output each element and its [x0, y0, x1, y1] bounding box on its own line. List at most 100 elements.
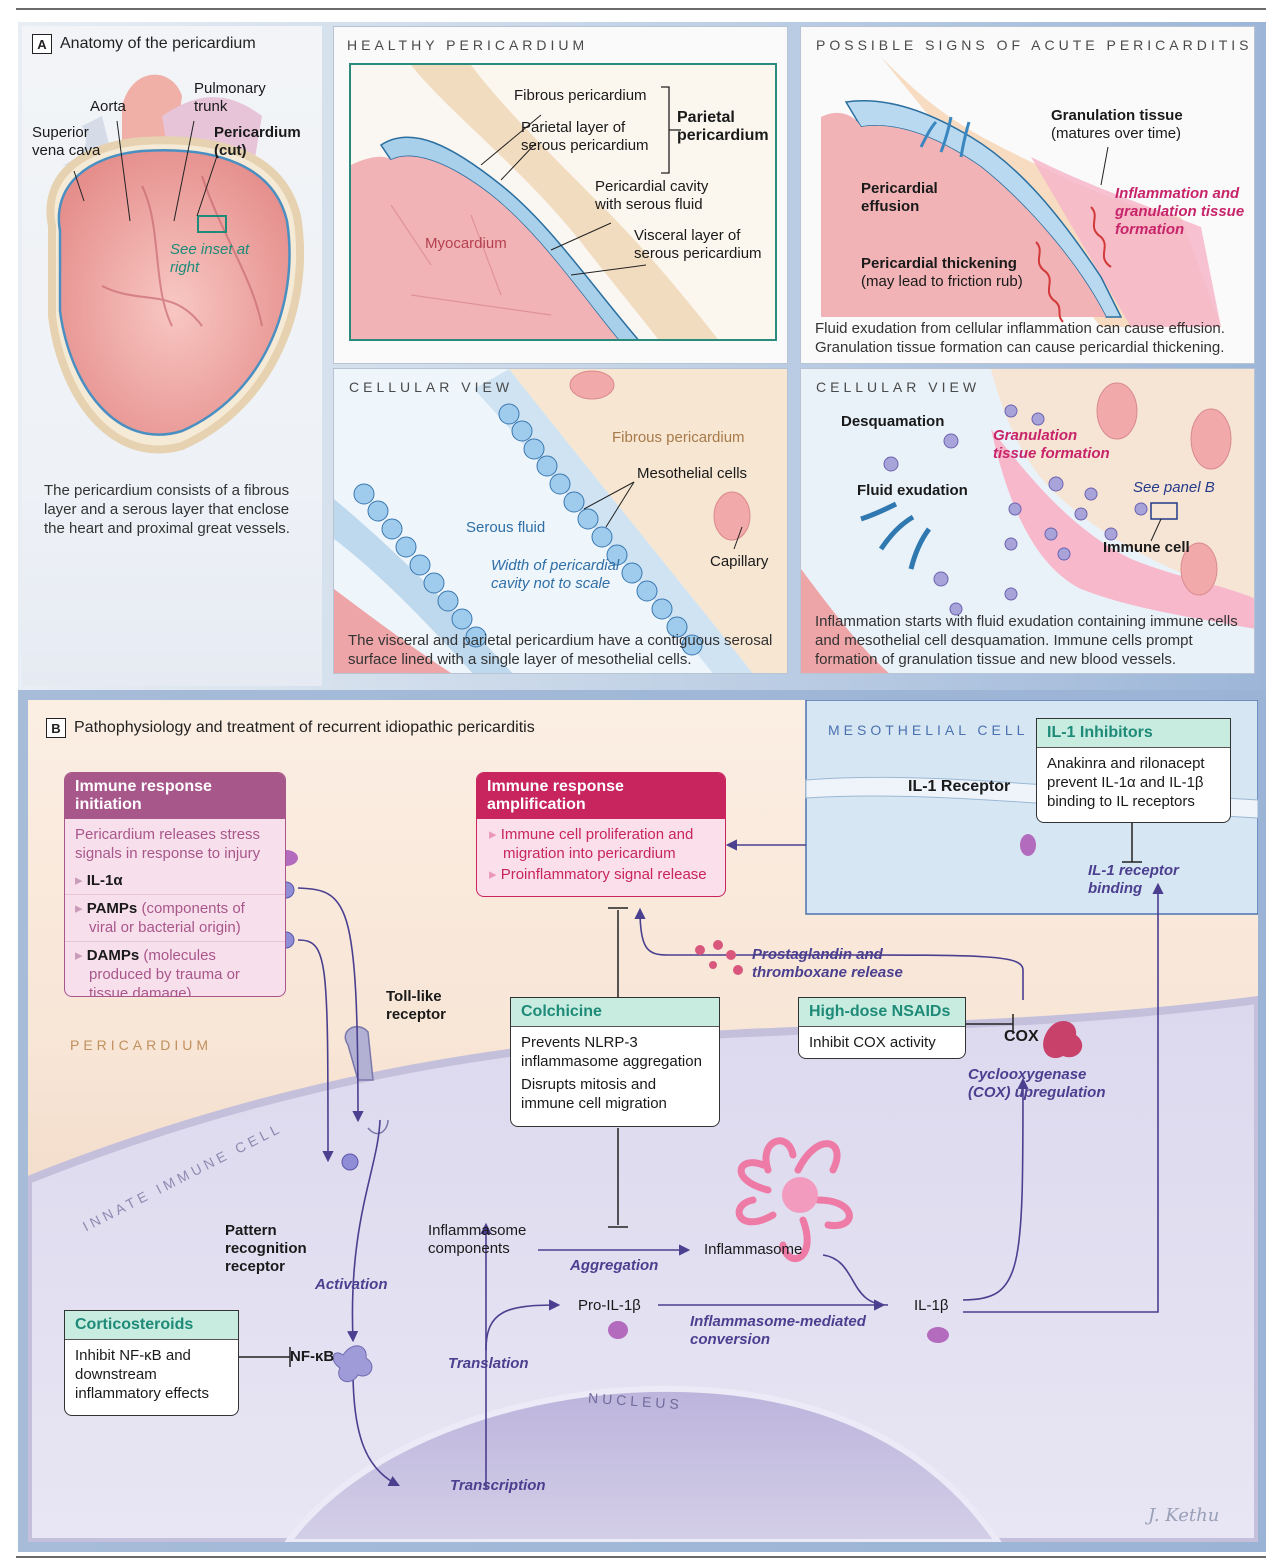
label-pericardial-cavity: Pericardial cavity with serous fluid — [595, 178, 709, 213]
label-inflammasome-conversion: Inflammasome-mediated conversion — [690, 1313, 866, 1348]
label-fluid-exudation: Fluid exudation — [857, 482, 968, 499]
nsaids-box: High-dose NSAIDs Inhibit COX activity — [798, 997, 966, 1059]
amplification-item: ▸ Proinflammatory signal release — [489, 866, 707, 883]
label-pericardial-effusion: Pericardial effusion — [861, 180, 938, 215]
label-pulmonary-trunk: Pulmonary trunk — [194, 80, 266, 115]
il1-inhibitors-box: IL-1 Inhibitors Anakinra and rilonacept … — [1036, 718, 1231, 823]
healthy-cellular-caption: The visceral and parietal pericardium ha… — [348, 632, 773, 668]
label-fibrous-pericardium: Fibrous pericardium — [514, 87, 647, 104]
mesothelial-heading: MESOTHELIAL CELL — [828, 722, 1029, 738]
label-desquamation: Desquamation — [841, 413, 945, 430]
pericardium-region-label: PERICARDIUM — [70, 1037, 213, 1053]
label-inflammasome: Inflammasome — [704, 1241, 803, 1258]
acute-cellular-caption: Inflammation starts with fluid exudation… — [815, 613, 1238, 668]
label-superior-vena-cava: Superior vena cava — [32, 124, 101, 159]
label-il1-receptor: IL-1 Receptor — [908, 778, 1011, 795]
label-translation: Translation — [448, 1355, 529, 1372]
label-friction-rub: (may lead to friction rub) — [861, 273, 1023, 290]
label-see-panel-b: See panel B — [1133, 479, 1215, 496]
acute-heading: POSSIBLE SIGNS OF ACUTE PERICARDITIS — [816, 37, 1253, 53]
initiation-box: Immune response initiation Pericardium r… — [64, 772, 286, 997]
label-il1b: IL-1β — [914, 1297, 949, 1314]
label-parietal-pericardium: Parietal pericardium — [677, 109, 769, 144]
label-not-to-scale: Width of pericardial cavity not to scale — [491, 557, 620, 592]
panel-title-text: Pathophysiology and treatment of recurre… — [74, 719, 535, 736]
panel-title-text: Anatomy of the pericardium — [60, 35, 256, 52]
top-rule — [16, 8, 1266, 10]
label-serous-fluid: Serous fluid — [466, 519, 546, 536]
healthy-pericardium-panel: HEALTHY PERICARDIUM Fibrous pericardium … — [333, 26, 788, 364]
il1-inhibitors-title: IL-1 Inhibitors — [1037, 719, 1230, 748]
acute-cellular-panel: CELLULAR VIEW Desquamation Granulation t… — [800, 368, 1255, 674]
initiation-title: Immune response initiation — [65, 773, 285, 819]
initiation-item-desc: (components of viral or bacterial origin… — [89, 900, 245, 936]
healthy-cellular-heading: CELLULAR VIEW — [349, 379, 514, 395]
acute-cellular-illustration — [801, 369, 1254, 673]
healthy-inset: Fibrous pericardium Parietal layer of se… — [349, 63, 777, 341]
corticosteroids-body: Inhibit NF-κB and downstream inflammator… — [75, 1347, 209, 1402]
label-granulation-formation: Granulation tissue formation — [993, 427, 1110, 462]
label-activation: Activation — [315, 1276, 388, 1293]
colchicine-body-1: Prevents NLRP-3 inflammasome aggregation — [521, 1034, 702, 1070]
initiation-item-desc: (molecules produced by trauma or tissue … — [89, 947, 240, 997]
initiation-item: ▸ PAMPs (components of viral or bacteria… — [65, 895, 285, 942]
panel-letter: B — [46, 718, 66, 738]
label-parietal-layer: Parietal layer of serous pericardium — [521, 119, 649, 154]
label-see-inset: See inset at right — [170, 241, 250, 276]
label-matures-over-time: (matures over time) — [1051, 125, 1182, 142]
amplification-item-text: Immune cell proliferation and migration … — [500, 826, 694, 862]
bottom-rule — [16, 1556, 1266, 1558]
colchicine-body-2: Disrupts mitosis and immune cell migrati… — [521, 1076, 667, 1112]
label-cox: COX — [1004, 1028, 1039, 1045]
panel-letter: A — [32, 34, 52, 54]
initiation-item-term: PAMPs — [86, 900, 138, 917]
acute-caption: Fluid exudation from cellular inflammati… — [815, 320, 1225, 356]
healthy-illustration — [351, 65, 775, 339]
label-granulation-tissue: Granulation tissue — [1051, 107, 1183, 124]
initiation-item-term: DAMPs — [86, 947, 140, 964]
healthy-cellular-panel: CELLULAR VIEW Fibrous pericardium Mesoth… — [333, 368, 788, 674]
initiation-item: ▸ IL-1α — [65, 867, 285, 895]
colchicine-title: Colchicine — [511, 998, 719, 1027]
panel-a-anatomy: A Anatomy of the pericardium Aorta Pulmo… — [22, 26, 322, 686]
label-toll-like-receptor: Toll-like receptor — [386, 988, 447, 1023]
acute-cellular-heading: CELLULAR VIEW — [816, 379, 981, 395]
label-nfkb: NF-κB — [290, 1348, 335, 1365]
corticosteroids-title: Corticosteroids — [65, 1311, 238, 1340]
initiation-intro: Pericardium releases stress signals in r… — [75, 826, 261, 862]
acute-pericarditis-panel: POSSIBLE SIGNS OF ACUTE PERICARDITIS Gra… — [800, 26, 1255, 364]
label-inflammation-granulation: Inflammation and granulation tissue form… — [1115, 185, 1245, 238]
label-pattern-recognition-receptor: Pattern recognition receptor — [225, 1222, 307, 1275]
label-pericardium-cut: Pericardium (cut) — [214, 124, 301, 159]
amplification-item: ▸ Immune cell proliferation and migratio… — [489, 826, 694, 862]
panel-b-title: B Pathophysiology and treatment of recur… — [46, 718, 535, 738]
panel-b: B Pathophysiology and treatment of recur… — [28, 700, 1258, 1542]
label-mesothelial-cells: Mesothelial cells — [637, 465, 748, 482]
healthy-cellular-illustration — [334, 369, 787, 673]
acute-illustration — [821, 57, 1221, 327]
colchicine-box: Colchicine Prevents NLRP-3 inflammasome … — [510, 997, 720, 1127]
initiation-item-term: IL-1α — [86, 872, 123, 889]
label-cox-upregulation: Cyclooxygenase (COX) upregulation — [968, 1066, 1106, 1101]
panel-a-caption: The pericardium consists of a fibrous la… — [44, 482, 290, 537]
healthy-heading: HEALTHY PERICARDIUM — [347, 37, 589, 53]
label-il1-receptor-binding: IL-1 receptor binding — [1088, 862, 1179, 897]
label-transcription: Transcription — [450, 1477, 546, 1494]
amplification-title: Immune response amplification — [477, 773, 725, 819]
label-aorta: Aorta — [90, 98, 126, 115]
label-visceral-layer: Visceral layer of serous pericardium — [634, 227, 762, 262]
corticosteroids-box: Corticosteroids Inhibit NF-κB and downst… — [64, 1310, 239, 1416]
panel-a-title: A Anatomy of the pericardium — [32, 34, 256, 54]
amplification-item-text: Proinflammatory signal release — [500, 866, 707, 883]
artist-signature: J. Kethu — [1148, 1505, 1220, 1526]
label-myocardium: Myocardium — [425, 235, 507, 252]
label-fibrous-pericardium-cellular: Fibrous pericardium — [612, 429, 745, 446]
label-pericardial-thickening: Pericardial thickening — [861, 255, 1017, 272]
label-immune-cell: Immune cell — [1103, 539, 1190, 556]
label-pro-il1b: Pro-IL-1β — [578, 1297, 641, 1314]
label-aggregation: Aggregation — [570, 1257, 659, 1274]
initiation-item: ▸ DAMPs (molecules produced by trauma or… — [65, 942, 285, 997]
il1-inhibitors-body: Anakinra and rilonacept prevent IL-1α an… — [1047, 755, 1205, 810]
label-capillary: Capillary — [710, 553, 769, 570]
label-prostaglandin-release: Prostaglandin and thromboxane release — [752, 946, 903, 981]
